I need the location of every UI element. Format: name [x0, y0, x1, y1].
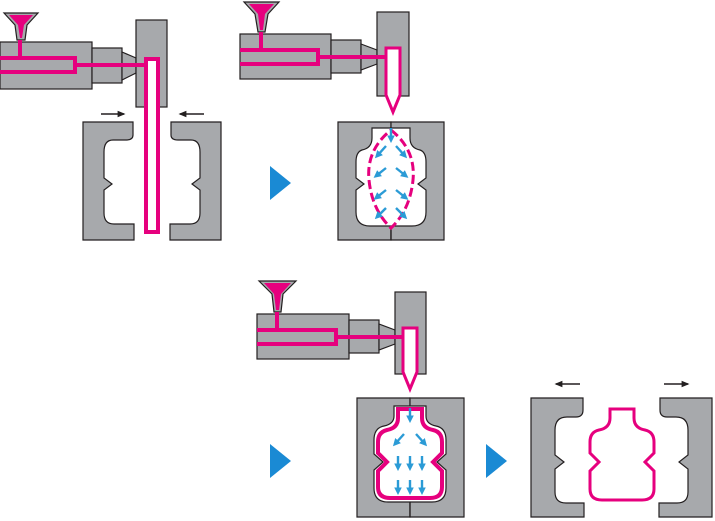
step-arrow-icon: [270, 166, 291, 200]
mold-half-left: [82, 121, 135, 241]
mold-half-right: [169, 121, 222, 241]
expanded-parison: [376, 407, 444, 500]
step-2-blow-pin-insertion: [239, 1, 445, 241]
step-3-blowing: [256, 280, 465, 518]
blow-pin: [384, 46, 402, 116]
hopper-icon: [242, 1, 281, 33]
air-flow-arrows: [392, 408, 428, 496]
mold-half-right: [658, 397, 713, 518]
parison: [144, 57, 160, 234]
melt-channel: [257, 312, 405, 346]
blow-pin: [401, 326, 419, 393]
step-4-ejection: [530, 380, 713, 518]
hopper-icon: [2, 12, 40, 41]
mold-half-left: [530, 397, 585, 518]
air-flow-arrows: [373, 128, 409, 220]
parison-balloon: [367, 128, 415, 231]
hopper-icon: [257, 280, 298, 313]
step-arrow-icon: [270, 444, 291, 478]
molded-bottle: [588, 407, 656, 502]
step-1-extrusion: [0, 12, 222, 241]
step-arrow-icon: [486, 444, 507, 478]
melt-channel: [240, 32, 388, 66]
melt-channel: [0, 40, 146, 74]
